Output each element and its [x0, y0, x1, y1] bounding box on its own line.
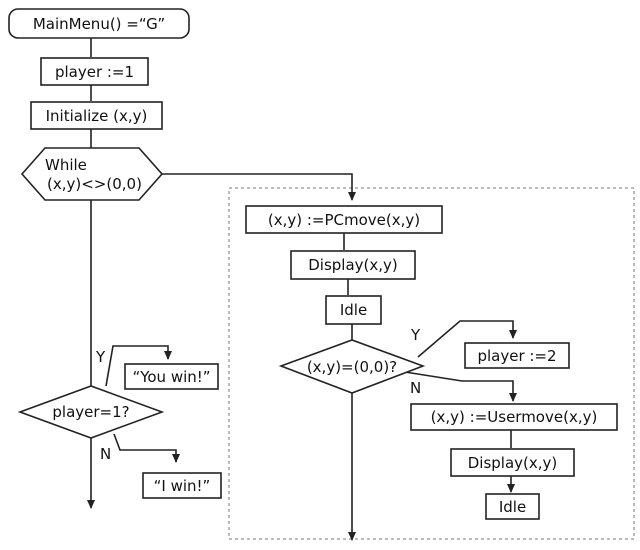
check-player-label: player=1?	[52, 403, 129, 421]
branch-no-i-win	[113, 433, 180, 463]
yes-label-origin: Y	[410, 326, 421, 344]
no-label-player: N	[100, 445, 111, 463]
display-box-2	[450, 448, 575, 477]
display-box-1	[290, 250, 416, 280]
initialize-box	[30, 101, 163, 130]
display-label-2: Display(x,y)	[468, 454, 558, 472]
idle-box-1	[325, 295, 382, 325]
while-condition-label: (x,y)<>(0,0)	[47, 175, 142, 193]
main-menu-label: MainMenu() =“G”	[33, 15, 165, 33]
pc-move-box	[245, 205, 443, 234]
initialize-label: Initialize (x,y)	[46, 107, 148, 125]
idle-label-2: Idle	[499, 498, 526, 516]
main-menu-terminal	[8, 8, 190, 39]
idle-box-2	[485, 493, 540, 520]
check-origin-label: (x,y)=(0,0)?	[307, 358, 397, 376]
you-win-label: “You win!”	[132, 368, 210, 386]
check-player-decision	[17, 385, 165, 439]
no-label-origin: N	[410, 379, 421, 397]
i-win-label: “I win!”	[154, 477, 211, 495]
player-init-label: player :=1	[55, 63, 134, 81]
check-origin-decision	[278, 339, 426, 394]
connector-while-to-loop-body	[162, 173, 356, 201]
branch-yes-player-2	[417, 320, 517, 358]
player-init-box	[40, 57, 149, 86]
branch-no-usermove	[404, 371, 517, 402]
branch-yes-you-win	[105, 345, 172, 387]
user-move-box	[410, 403, 618, 431]
player-set2-box	[464, 342, 570, 369]
while-label: While	[45, 156, 87, 174]
user-move-label: (x,y) :=Usermove(x,y)	[431, 408, 598, 426]
i-win-box	[142, 472, 222, 499]
display-label-1: Display(x,y)	[308, 256, 398, 274]
player-set2-label: player :=2	[477, 347, 556, 365]
yes-label-player: Y	[95, 348, 106, 366]
idle-label-1: Idle	[340, 301, 367, 319]
you-win-box	[124, 363, 219, 390]
pc-move-label: (x,y) :=PCmove(x,y)	[268, 211, 420, 229]
while-loop-hexagon	[20, 147, 164, 201]
